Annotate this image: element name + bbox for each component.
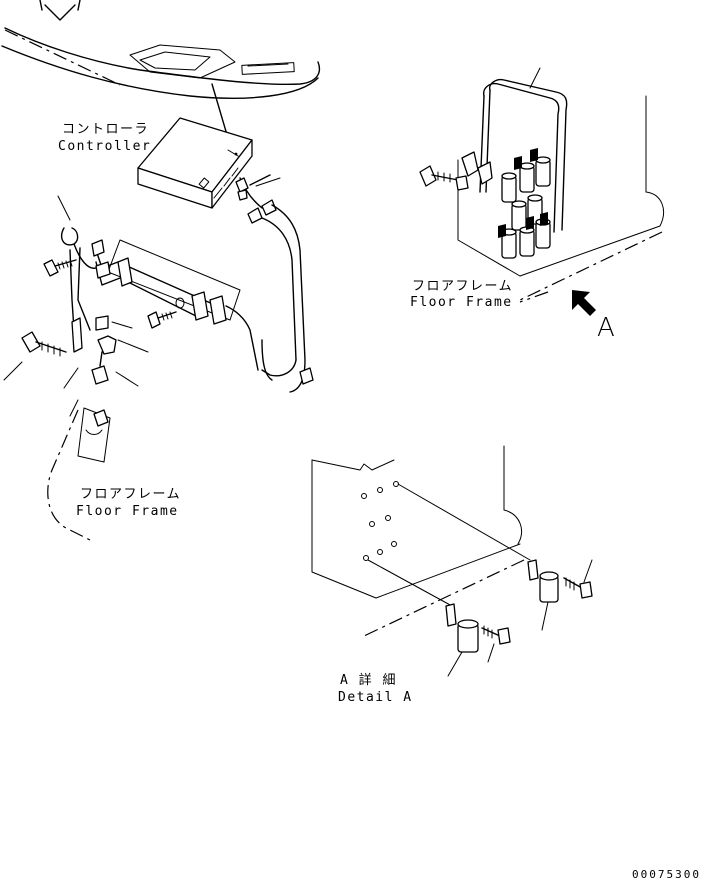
bolt — [563, 577, 593, 599]
floor-frame-label-jp-left: フロアフレーム — [80, 487, 181, 502]
callout-line — [541, 601, 549, 631]
callout-line — [69, 399, 79, 417]
callout-line — [487, 643, 495, 663]
controller-harness — [235, 174, 314, 393]
bolt — [147, 311, 177, 329]
bolt — [3, 331, 67, 381]
view-arrow-icon — [572, 290, 596, 316]
detail-label-jp: A 詳 細 — [340, 672, 397, 688]
bolt — [43, 259, 77, 277]
floor-frame-label-jp-right: フロアフレーム — [412, 279, 513, 294]
callout-line — [255, 177, 281, 187]
bolt — [481, 625, 511, 645]
wiring-bracket — [60, 227, 259, 387]
resistor-detail — [445, 559, 559, 653]
detail-a-frame — [311, 445, 531, 637]
view-letter: A — [597, 313, 615, 343]
detail-label-en: Detail A — [338, 690, 413, 705]
controller-unit — [137, 117, 253, 209]
bolt — [91, 351, 109, 385]
resistor-bracket — [479, 67, 568, 233]
callout-line — [57, 195, 71, 221]
controller-label-jp: コントローラ — [62, 122, 149, 137]
floor-frame-label-en-right: Floor Frame — [410, 295, 513, 310]
callout-line — [583, 559, 593, 583]
resistor-stack — [461, 148, 551, 259]
callout-line — [447, 651, 463, 677]
controller-label-en: Controller — [58, 139, 151, 154]
bolt — [419, 165, 469, 191]
callout-line — [63, 367, 79, 389]
floor-frame-label-en-left: Floor Frame — [76, 504, 179, 519]
drawing-code: 00075300 — [632, 868, 701, 880]
floor-frame-left — [47, 407, 111, 543]
console-panel — [1, 0, 321, 146]
